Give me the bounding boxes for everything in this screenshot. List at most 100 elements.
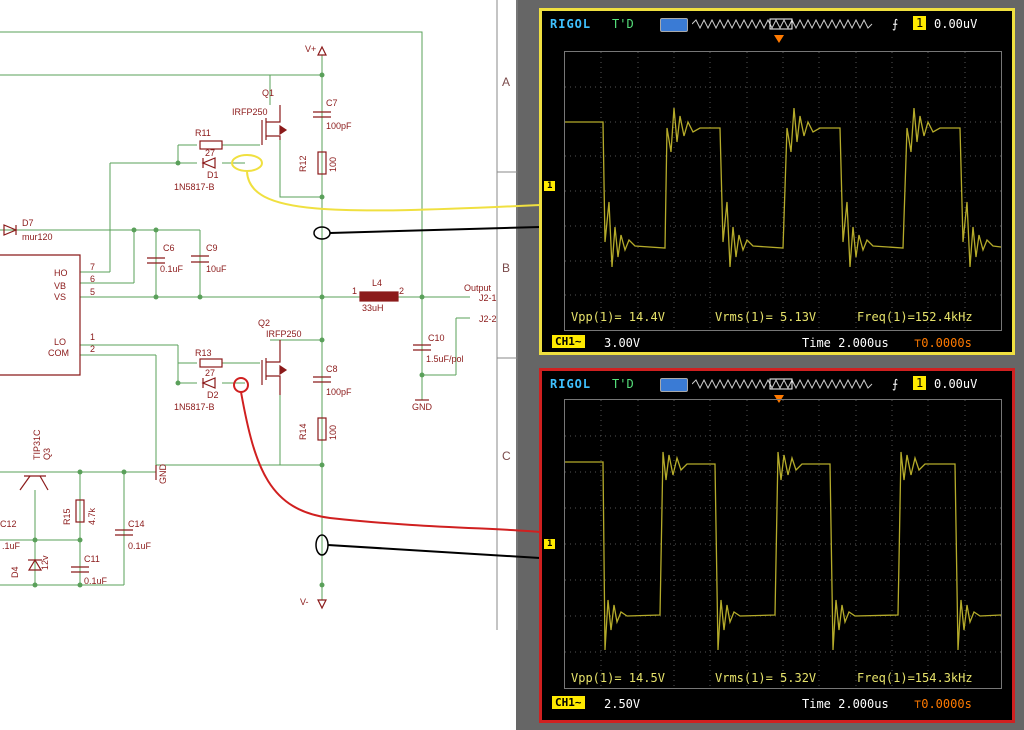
- label-pin5: 5: [90, 287, 95, 297]
- label-c8-val: 100pF: [326, 387, 352, 397]
- label-vs: VS: [54, 292, 66, 302]
- label-c7: C7: [326, 98, 338, 108]
- trigger-offset: ⊤0.0000s: [914, 336, 972, 350]
- label-d7: D7: [22, 218, 34, 228]
- time-per-div: Time 2.000us: [802, 697, 889, 711]
- label-r11-val: 27: [205, 148, 215, 158]
- waveform-trace: [565, 107, 1001, 268]
- label-q2: Q2: [258, 318, 270, 328]
- label-j21: J2-1: [479, 293, 497, 303]
- label-vb: VB: [54, 281, 66, 291]
- label-d2: D2: [207, 390, 219, 400]
- label-r12-val: 100: [328, 157, 338, 172]
- probe-lead-bottom: [240, 391, 541, 533]
- label-c6-val: 0.1uF: [160, 264, 184, 274]
- label-d4-val: 12v: [40, 555, 50, 570]
- label-c12: C12: [0, 519, 17, 529]
- label-q1: Q1: [262, 88, 274, 98]
- label-r15: R15: [62, 508, 72, 525]
- label-c11: C11: [84, 554, 100, 564]
- measure-vpp: Vpp(1)= 14.5V: [571, 671, 665, 685]
- label-pin1: 1: [90, 332, 95, 342]
- label-c7-val: 100pF: [326, 121, 352, 131]
- memory-strip-icon: [692, 18, 873, 30]
- trigger-offset-icon: ⊤: [914, 336, 922, 350]
- scope-brand: RIGOL: [550, 17, 592, 31]
- time-per-div: Time 2.000us: [802, 336, 889, 350]
- label-d4: D4: [10, 566, 20, 578]
- label-output: Output: [464, 283, 492, 293]
- label-c10-val: 1.5uF/pol: [426, 354, 464, 364]
- scope-grid: Vpp(1)= 14.4V Vrms(1)= 5.13V Freq(1)=152…: [564, 51, 1002, 331]
- zone-letter-a: A: [502, 75, 510, 89]
- label-q1-part: IRFP250: [232, 107, 268, 117]
- label-com: COM: [48, 348, 69, 358]
- scope-brand: RIGOL: [550, 377, 592, 391]
- trigger-offset-value: 0.0000s: [921, 336, 972, 350]
- zone-letter-b: B: [502, 261, 510, 275]
- trigger-mode: T'D: [612, 377, 634, 391]
- label-l4: L4: [372, 278, 382, 288]
- coupling-icon: ~: [574, 335, 582, 348]
- measure-freq: Freq(1)=154.3kHz: [857, 671, 973, 685]
- label-vplus: V+: [305, 44, 316, 54]
- trigger-level: 0.00uV: [934, 17, 978, 31]
- label-r11: R11: [195, 128, 211, 138]
- probe-highlight-bottom: [233, 377, 249, 393]
- ground-lead-bottom: [327, 544, 541, 559]
- channel-tag-label: CH1: [555, 335, 575, 348]
- label-d1-part: 1N5817-B: [174, 182, 215, 192]
- trigger-mode: T'D: [612, 17, 634, 31]
- memory-strip-icon: [692, 378, 873, 390]
- volts-per-div: 2.50V: [604, 697, 641, 711]
- trigger-edge-icon: ⨍: [892, 17, 899, 31]
- label-c9: C9: [206, 243, 218, 253]
- label-l4-val: 33uH: [362, 303, 384, 313]
- label-c9-val: 10uF: [206, 264, 227, 274]
- trigger-edge-icon: ⨍: [892, 377, 899, 391]
- label-q2-part: IRFP250: [266, 329, 302, 339]
- label-pin7: 7: [90, 262, 95, 272]
- measure-vpp: Vpp(1)= 14.4V: [571, 310, 665, 324]
- label-j22: J2-2: [479, 314, 497, 324]
- label-r13: R13: [195, 348, 212, 358]
- volts-per-div: 3.00V: [604, 336, 641, 350]
- coupling-icon: ~: [574, 696, 582, 709]
- label-d1: D1: [207, 170, 219, 180]
- label-d7-part: mur120: [22, 232, 53, 242]
- junctions: [32, 72, 425, 588]
- trigger-level: 0.00uV: [934, 377, 978, 391]
- measure-vrms: Vrms(1)= 5.13V: [715, 310, 817, 324]
- label-pin6: 6: [90, 274, 95, 284]
- label-pin2: 2: [90, 344, 95, 354]
- channel-tag: CH1~: [552, 335, 585, 348]
- label-l4-pin2: 2: [399, 286, 404, 296]
- label-r14-val: 100: [328, 425, 338, 440]
- channel-tag-label: CH1: [555, 696, 575, 709]
- probe-lead-top: [246, 171, 541, 212]
- measure-freq: Freq(1)=152.4kHz: [857, 310, 973, 324]
- components: [0, 45, 431, 610]
- label-c11-val: 0.1uF: [84, 576, 108, 586]
- label-c6: C6: [163, 243, 175, 253]
- grid-lines: [565, 400, 1001, 688]
- label-l4-pin1: 1: [352, 286, 357, 296]
- trigger-position-marker: [774, 35, 784, 43]
- label-q3: Q3: [42, 448, 52, 460]
- oscilloscope-bottom: RIGOL T'D ⨍ 1 0.00uV Vpp(1)= 14.5V Vrms(…: [539, 368, 1015, 723]
- label-r12: R12: [298, 155, 308, 172]
- waveform-trace: [565, 451, 1001, 651]
- battery-icon: [660, 378, 688, 392]
- channel-marker: 1: [544, 181, 556, 191]
- label-r14: R14: [298, 423, 308, 440]
- label-ho: HO: [54, 268, 68, 278]
- label-c14: C14: [128, 519, 145, 529]
- label-c10: C10: [428, 333, 445, 343]
- label-q3-part: TIP31C: [32, 429, 42, 460]
- label-d2-part: 1N5817-B: [174, 402, 215, 412]
- probe-highlight-top: [231, 154, 263, 172]
- ground-lead-top: [329, 226, 541, 234]
- channel-tag: CH1~: [552, 696, 585, 709]
- oscilloscope-top: RIGOL T'D ⨍ 1 0.00uV Vpp(1)= 14.4V Vrms(…: [539, 8, 1015, 355]
- label-c12-val: .1uF: [2, 541, 21, 551]
